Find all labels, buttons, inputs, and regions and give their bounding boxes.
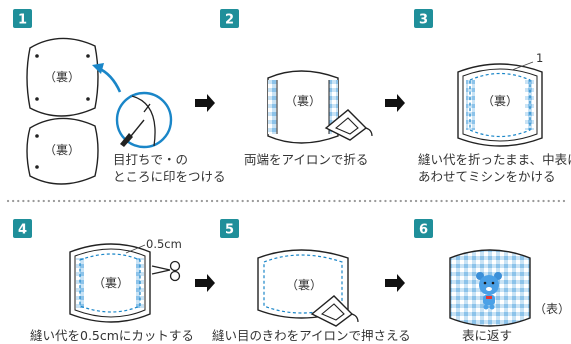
step-caption: 目打ちで・の bbox=[113, 152, 188, 167]
mark-dot bbox=[35, 54, 39, 58]
mask-piece-bottom: （裏） bbox=[26, 117, 99, 185]
mask-piece-top: （裏） bbox=[26, 37, 99, 117]
step-number: 3 bbox=[419, 13, 428, 28]
omote-label: （表） bbox=[534, 302, 570, 316]
step-number: 4 bbox=[18, 223, 27, 238]
step-badge bbox=[220, 219, 239, 238]
trim-measure: 0.5cm bbox=[146, 237, 182, 251]
step-caption: 表に返す bbox=[462, 328, 512, 343]
right-arrow-icon bbox=[195, 94, 215, 112]
leader-line bbox=[511, 61, 534, 71]
leader-line bbox=[125, 244, 146, 254]
step-6: 6 （表） 表に返す bbox=[414, 219, 570, 343]
mark-dot bbox=[86, 97, 90, 101]
right-arrow-icon bbox=[385, 274, 405, 292]
iron-icon bbox=[310, 295, 359, 327]
step-4: 4 （裏） 0.5cm 縫い代を0.5cmにカットする bbox=[13, 219, 194, 343]
awl-icon bbox=[115, 91, 173, 149]
mask-trimmed: （裏） bbox=[69, 243, 151, 323]
ura-label: （裏） bbox=[286, 277, 322, 292]
pointer-arrow-head bbox=[92, 63, 104, 74]
step-caption: 縫い代を折ったまま、中表に bbox=[418, 152, 571, 167]
mark-dot bbox=[35, 165, 39, 169]
right-arrow-icon bbox=[385, 94, 405, 112]
step-number: 5 bbox=[225, 223, 234, 238]
iron-icon bbox=[324, 109, 373, 141]
step-caption: 縫い代を0.5cmにカットする bbox=[30, 328, 194, 343]
step-badge bbox=[13, 9, 32, 28]
stitch-line bbox=[79, 253, 141, 313]
step-badge bbox=[414, 9, 433, 28]
step-1: 1 （裏） （裏） 目打ちで・の ところに印をつ bbox=[13, 9, 226, 185]
step-caption: 縫い目のきわをアイロンで押さえる bbox=[212, 328, 411, 343]
mask-finished bbox=[449, 249, 531, 327]
step-number: 2 bbox=[225, 13, 234, 28]
ura-label: （裏） bbox=[44, 142, 80, 157]
mark-dot bbox=[35, 134, 39, 138]
step-number: 1 bbox=[18, 13, 27, 28]
ura-label: （裏） bbox=[482, 93, 518, 108]
mark-dot bbox=[86, 54, 90, 58]
step-number: 6 bbox=[419, 223, 428, 238]
ura-label: （裏） bbox=[285, 93, 321, 108]
seam-marker: 1 bbox=[536, 51, 543, 65]
step-caption: 両端をアイロンで折る bbox=[244, 152, 368, 167]
mark-dot bbox=[35, 97, 39, 101]
mask-sewn: （裏） bbox=[457, 63, 543, 147]
bear-print-icon bbox=[476, 272, 502, 310]
step-badge bbox=[220, 9, 239, 28]
step-2: 2 （裏） 両端をアイロンで折る bbox=[220, 9, 373, 167]
mask-pressed: （裏） bbox=[257, 249, 349, 319]
ura-label: （裏） bbox=[93, 275, 129, 290]
step-5: 5 （裏） 縫い目のきわをアイロンで押さえる bbox=[212, 219, 411, 343]
step-caption: ところに印をつける bbox=[113, 169, 226, 184]
ura-label: （裏） bbox=[44, 69, 80, 84]
stitch-line bbox=[469, 72, 531, 138]
scissors-icon bbox=[151, 260, 181, 282]
mask-folded: （裏） bbox=[267, 70, 339, 144]
step-caption: あわせてミシンをかける bbox=[418, 169, 556, 184]
right-arrow-icon bbox=[195, 274, 215, 292]
step-badge bbox=[414, 219, 433, 238]
step-badge bbox=[13, 219, 32, 238]
step-3: 3 （裏） 1 縫い代を折ったまま、中表に あわせてミシンをかける bbox=[414, 9, 571, 184]
